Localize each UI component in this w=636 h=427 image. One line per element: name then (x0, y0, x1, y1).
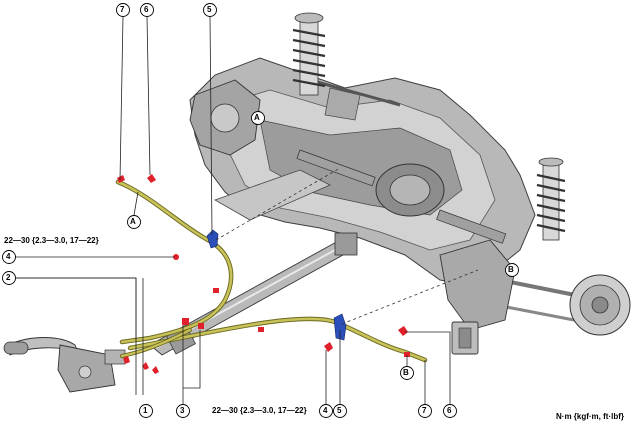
callout-2: 2 (6, 273, 11, 282)
marker-a-left: A (130, 217, 136, 226)
units-label: N·m {kgf·m, ft·lbf} (556, 412, 624, 421)
callout-7-top: 7 (120, 5, 125, 14)
marker-b-left: B (403, 368, 409, 377)
callout-7-bottom: 7 (422, 406, 427, 415)
callout-4-bottom: 4 (323, 406, 328, 415)
marker-b-right: B (508, 265, 514, 274)
callout-6-top: 6 (144, 5, 149, 14)
leader-lines (15, 16, 451, 404)
parking-brake-lever (3, 337, 126, 393)
callout-4-top: 4 (6, 252, 11, 261)
torque-spec-bottom: 22—30 {2.3—3.0, 17—22} (212, 406, 307, 415)
rear-suspension-assembly (189, 12, 631, 355)
reference-lines (215, 167, 479, 325)
parking-brake-cables (115, 179, 428, 363)
marker-a-right: A (254, 113, 260, 122)
torque-spec-top: 22—30 {2.3—3.0, 17—22} (4, 236, 99, 245)
callout-3: 3 (180, 406, 185, 415)
callout-5-bottom: 5 (337, 406, 342, 415)
callout-5-top: 5 (207, 5, 212, 14)
cable-fasteners (117, 174, 410, 374)
callout-1: 1 (143, 406, 148, 415)
callout-6-bottom: 6 (447, 406, 452, 415)
